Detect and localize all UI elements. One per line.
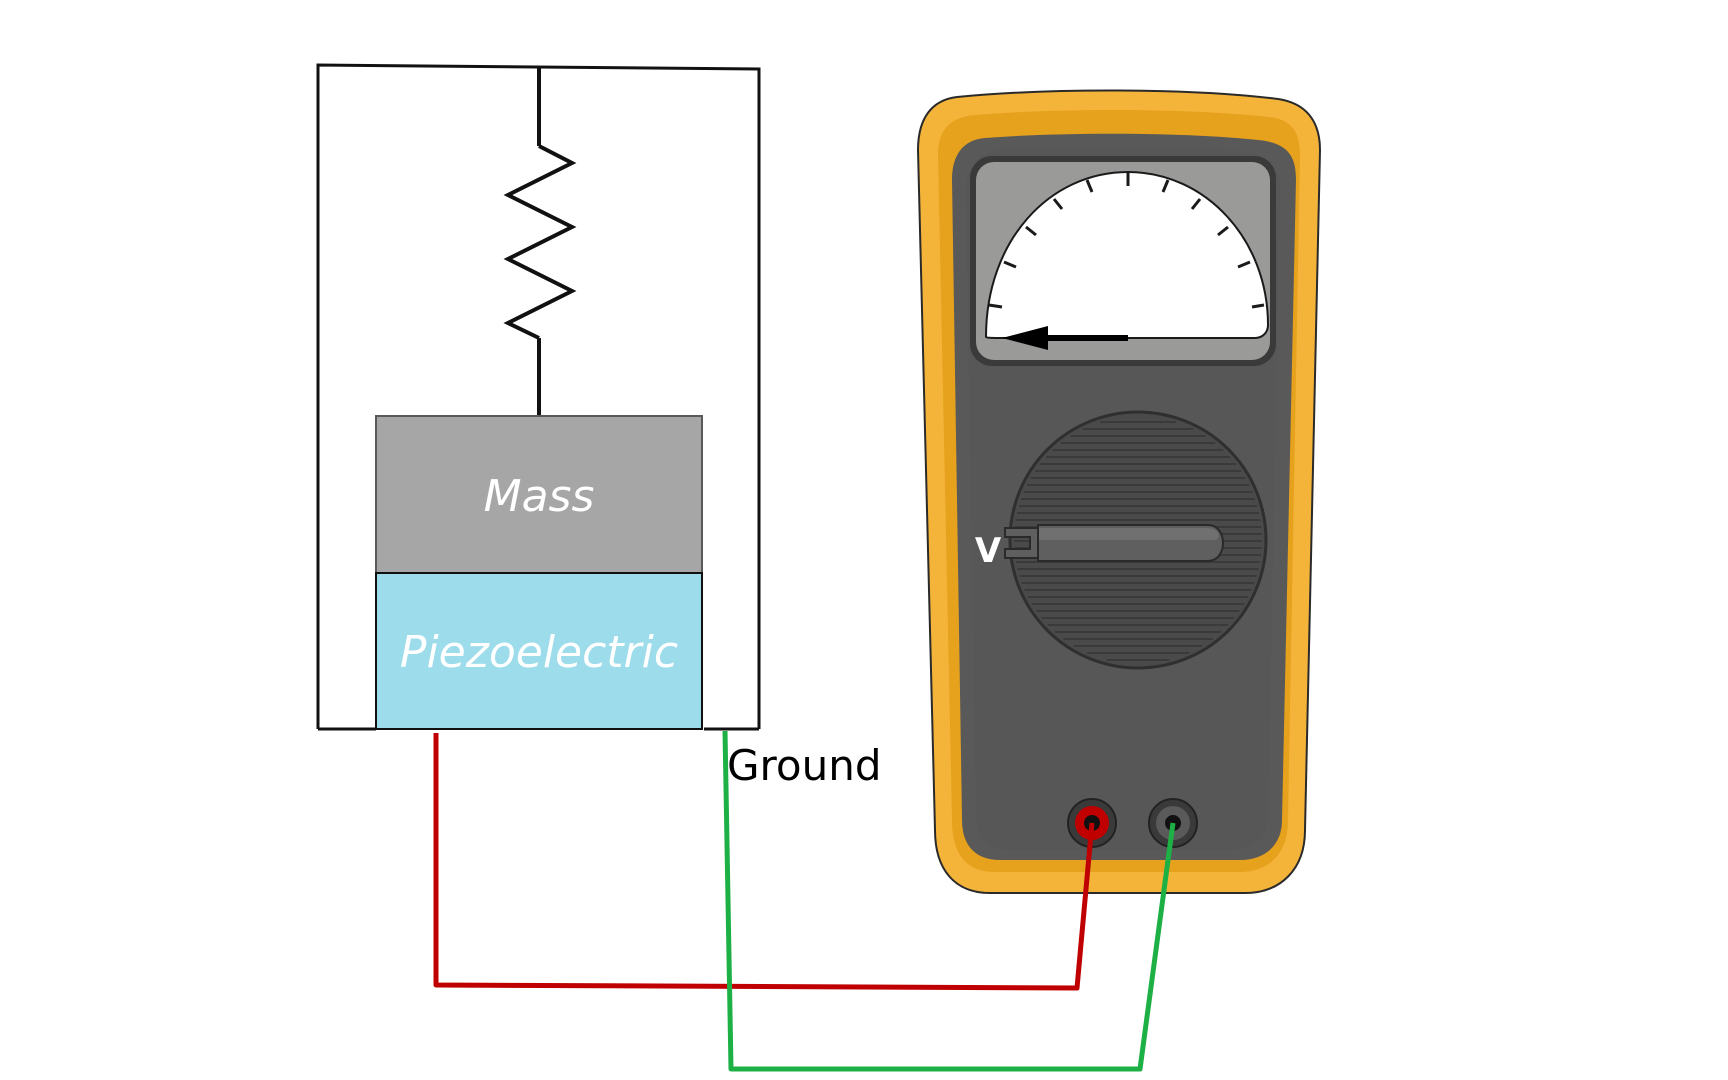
mass-label: Mass bbox=[484, 471, 595, 522]
piezoelectric-label: Piezoelectric bbox=[400, 627, 678, 678]
green-ground-wire bbox=[722, 730, 1176, 1072]
dial-tick-marks bbox=[988, 172, 1265, 309]
meter-display bbox=[970, 156, 1276, 366]
spring-icon bbox=[503, 67, 577, 416]
multimeter-icon: V bbox=[916, 89, 1322, 894]
piezoelectric-block: Piezoelectric bbox=[375, 572, 703, 730]
voltage-selector-label: V bbox=[975, 531, 1002, 571]
ground-label: Ground bbox=[727, 741, 882, 790]
rotary-dial-icon bbox=[1004, 410, 1268, 670]
needle-arrow-icon bbox=[1002, 326, 1128, 350]
mass-block: Mass bbox=[375, 415, 703, 574]
red-lead-wire bbox=[433, 733, 1095, 991]
